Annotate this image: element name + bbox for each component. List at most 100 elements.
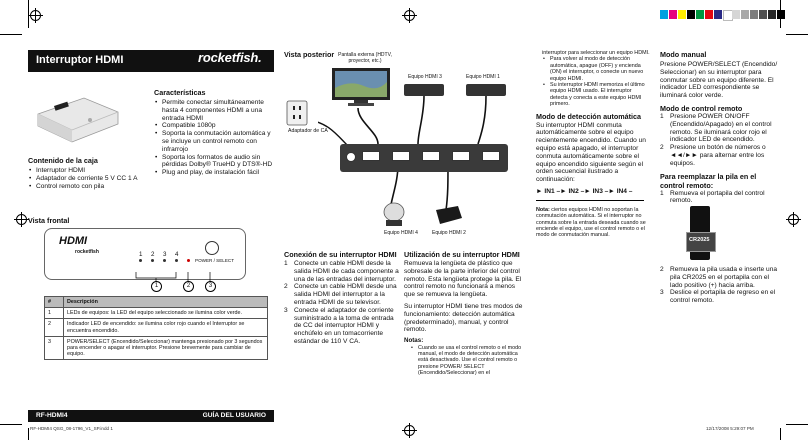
- registration-mark-icon: [28, 8, 43, 23]
- equipment-3-label: Equipo HDMI 3: [408, 74, 442, 80]
- list-item: Soporta la conmutación automática y se i…: [155, 130, 278, 153]
- color-swatch: [750, 10, 758, 19]
- table-row: 2 Indicador LED de encendido: se ilumina…: [44, 318, 268, 337]
- table-header-row: # Descripción: [44, 295, 268, 309]
- table-cell: 2: [44, 318, 64, 337]
- front-view-heading: Vista frontal: [28, 216, 70, 225]
- footer-bar: RF-HDMI4 GUÍA DEL USUARIO: [28, 410, 274, 422]
- hdmi-port: [392, 151, 410, 161]
- equipment-1-device: [466, 84, 506, 96]
- power-led: [187, 259, 190, 262]
- led-indicator: [175, 259, 178, 262]
- list-item: Interruptor HDMI: [29, 167, 152, 175]
- table-cell: LEDs de equipos: la LED del equipo selec…: [63, 307, 268, 320]
- brand-logo: rocketfish.: [198, 50, 262, 65]
- tv-label: Pantalla externa (HDTV, proyector, etc.): [338, 52, 392, 64]
- crop-mark: [786, 34, 808, 35]
- connect-heading: Conexión de su interruptor HDMI: [284, 250, 397, 259]
- color-swatch: [759, 10, 767, 19]
- list-item: Cuando se usa el control remoto o el mod…: [411, 345, 524, 377]
- port-number: 1: [139, 251, 143, 258]
- crop-mark: [28, 428, 29, 440]
- box-list: Interruptor HDMI Adaptador de corriente …: [28, 167, 152, 190]
- hdmi-logo: HDMI: [59, 235, 88, 247]
- usage-paragraph: Remueva la lengüeta de plástico que sobr…: [404, 260, 522, 299]
- page-title: Interruptor HDMI: [36, 54, 124, 66]
- mode-notes: Para volver al modo de detección automát…: [536, 56, 650, 107]
- equipment-3-device: [404, 84, 444, 96]
- crop-mark: [28, 0, 29, 28]
- power-select-button[interactable]: [205, 241, 219, 255]
- table-header: #: [44, 295, 64, 309]
- crop-mark: [786, 424, 808, 425]
- battery-heading: Para reemplazar la pila en el control re…: [660, 171, 757, 190]
- registration-mark-icon: [786, 212, 801, 227]
- column-3: interruptor para seleccionar un equipo H…: [536, 50, 650, 239]
- port-number: 2: [151, 251, 155, 258]
- crop-mark: [780, 428, 781, 440]
- table-cell: Indicador LED de encendido: se ilumina c…: [63, 318, 268, 337]
- color-swatch: [678, 10, 686, 19]
- color-swatch: [687, 10, 695, 19]
- satellite-dish-icon: [383, 202, 405, 226]
- features-section: Características Permite conectar simultá…: [154, 88, 278, 177]
- features-list: Permite conectar simultáneamente hasta 4…: [154, 99, 278, 177]
- table-cell: 3: [44, 335, 64, 361]
- list-item: Permite conectar simultáneamente hasta 4…: [155, 99, 278, 122]
- callout-lines: [135, 272, 211, 282]
- remote-heading: Modo de control remoto: [660, 103, 743, 113]
- description-table: # Descripción 1 LEDs de equipos: la LED …: [44, 295, 268, 361]
- notes-label: Notas:: [404, 337, 424, 345]
- footer-guide: GUÍA DEL USUARIO: [202, 412, 266, 419]
- callout-1: 1: [151, 281, 162, 292]
- color-swatch: [660, 10, 668, 19]
- adapter-label: Adaptador de CA: [288, 128, 328, 134]
- device-brand: rocketfish: [75, 249, 99, 255]
- color-swatch: [768, 10, 776, 19]
- hdmi-port: [422, 151, 440, 161]
- callout-2: 2: [183, 281, 194, 292]
- table-header: Descripción: [63, 295, 268, 309]
- list-item: Adaptador de corriente 5 V CC 1 A: [29, 175, 152, 183]
- list-item: Control remoto con pila: [29, 183, 152, 191]
- auto-mode-heading: Modo de detección automática: [536, 111, 642, 121]
- rear-device: [340, 144, 508, 172]
- list-item: Compatible 1080p: [155, 122, 278, 130]
- input-sequence: ► IN1 –► IN2 –► IN3 –► IN4 –: [536, 188, 633, 196]
- color-swatch: [732, 10, 740, 19]
- callout-3: 3: [205, 281, 216, 292]
- equipment-1-label: Equipo HDMI 1: [466, 74, 500, 80]
- list-item: Soporta los formatos de audio sin pérdid…: [155, 154, 278, 170]
- color-swatch: [669, 10, 677, 19]
- color-swatch: [696, 10, 704, 19]
- auto-note: Nota: ciertos equipos HDMI no soportan l…: [536, 206, 646, 239]
- auto-mode-text: Su interruptor HDMI conmuta automáticame…: [536, 121, 646, 184]
- equipment-2-label: Equipo HDMI 2: [432, 230, 466, 236]
- equipment-4-label: Equipo HDMI 4: [384, 230, 418, 236]
- remote-control-image: CR2025: [686, 206, 716, 260]
- led-indicator: [139, 259, 142, 262]
- slug-left: RF-HDMI4 QSG_08-1796_V1_SP.indd 1: [30, 426, 113, 431]
- notes-list: Cuando se usa el control remoto o el mod…: [404, 345, 524, 377]
- box-heading: Contenido de la caja: [28, 156, 98, 165]
- manual-heading: Modo manual: [660, 50, 707, 59]
- color-swatch: [714, 10, 722, 19]
- usage-paragraph: Su interruptor HDMI tiene tres modos de …: [404, 302, 523, 334]
- box-contents-section: Contenido de la caja Interruptor HDMI Ad…: [28, 156, 152, 190]
- crop-mark: [0, 34, 22, 35]
- table-row: 3 POWER/SELECT (Encendido/Seleccionar) m…: [44, 335, 268, 361]
- color-swatch: [741, 10, 749, 19]
- rear-view-heading: Vista posterior: [284, 50, 335, 59]
- crop-mark: [0, 424, 22, 425]
